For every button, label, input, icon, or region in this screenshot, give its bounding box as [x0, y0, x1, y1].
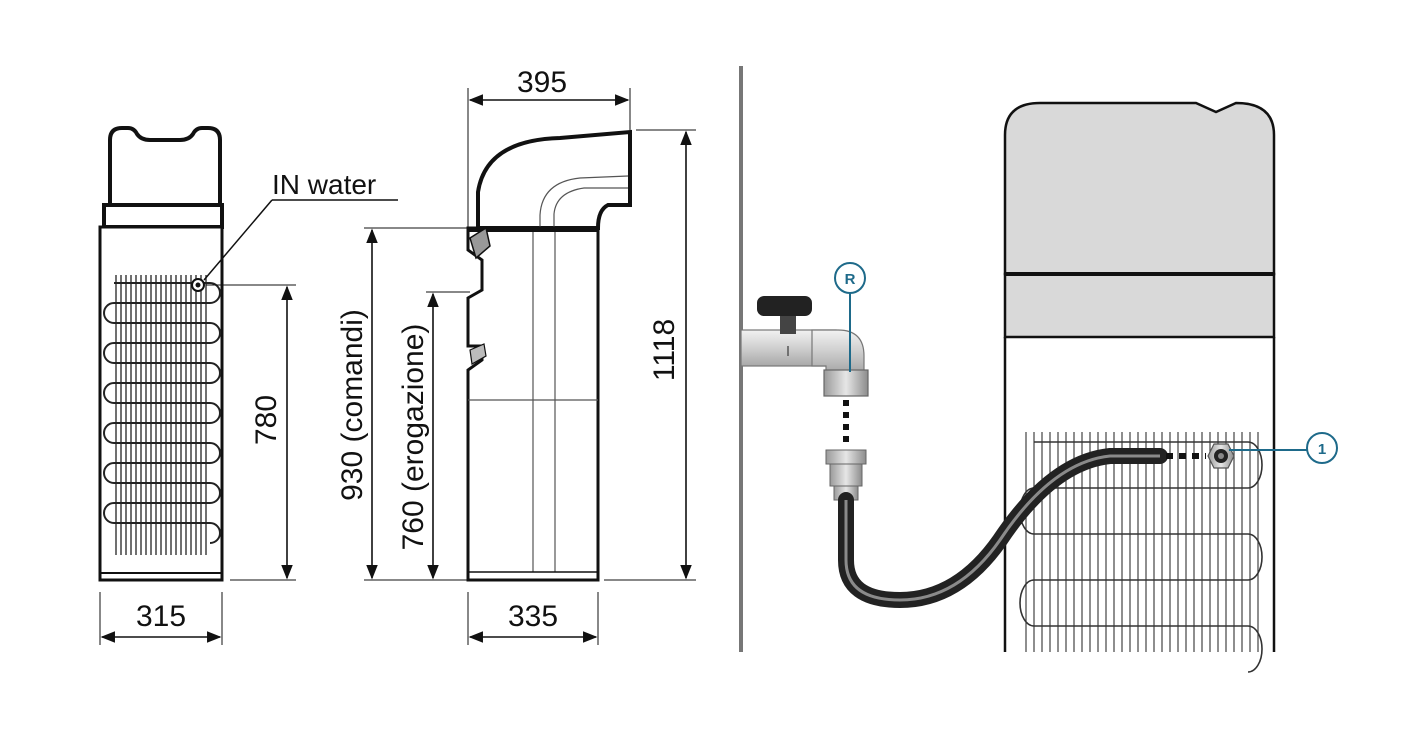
- appliance-body-outline: [1003, 337, 1276, 652]
- appliance-top-tank: [1003, 101, 1276, 276]
- front-top-tank: [108, 126, 222, 207]
- height-1118-label: 1118: [648, 319, 681, 381]
- front-view: IN water 780 315: [98, 126, 398, 645]
- water-hose: [838, 448, 1168, 609]
- height-930-label: 930 (comandi): [336, 309, 369, 501]
- tap-outlet-nut: [823, 369, 869, 397]
- height-780-label: 780: [250, 395, 283, 445]
- side-view: 395 335 930 (comandi) 760 (erogazione) 1…: [336, 66, 696, 645]
- connection-view: R 1: [740, 101, 1338, 673]
- callout-1-label: 1: [1318, 441, 1326, 458]
- inlet-leader-line: [203, 199, 273, 281]
- depth-395-label: 395: [517, 66, 567, 99]
- hose-fitting-nut: [825, 449, 867, 465]
- tap-handle: [757, 296, 812, 316]
- callout-r-label: R: [845, 271, 856, 288]
- tap-elbow: [811, 329, 865, 373]
- side-drip-tray: [469, 343, 487, 365]
- appliance-collar: [1003, 272, 1276, 339]
- height-760-label: 760 (erogazione): [397, 324, 430, 551]
- inlet-label: IN water: [272, 169, 376, 200]
- front-condenser-coil: [103, 275, 221, 555]
- width-315-label: 315: [136, 600, 186, 633]
- side-top-head: [476, 129, 632, 230]
- front-collar: [102, 203, 224, 229]
- side-tap: [469, 226, 491, 260]
- depth-335-label: 335: [508, 600, 558, 633]
- callout-1-marker: [1306, 432, 1338, 464]
- tap-stem: [780, 312, 796, 334]
